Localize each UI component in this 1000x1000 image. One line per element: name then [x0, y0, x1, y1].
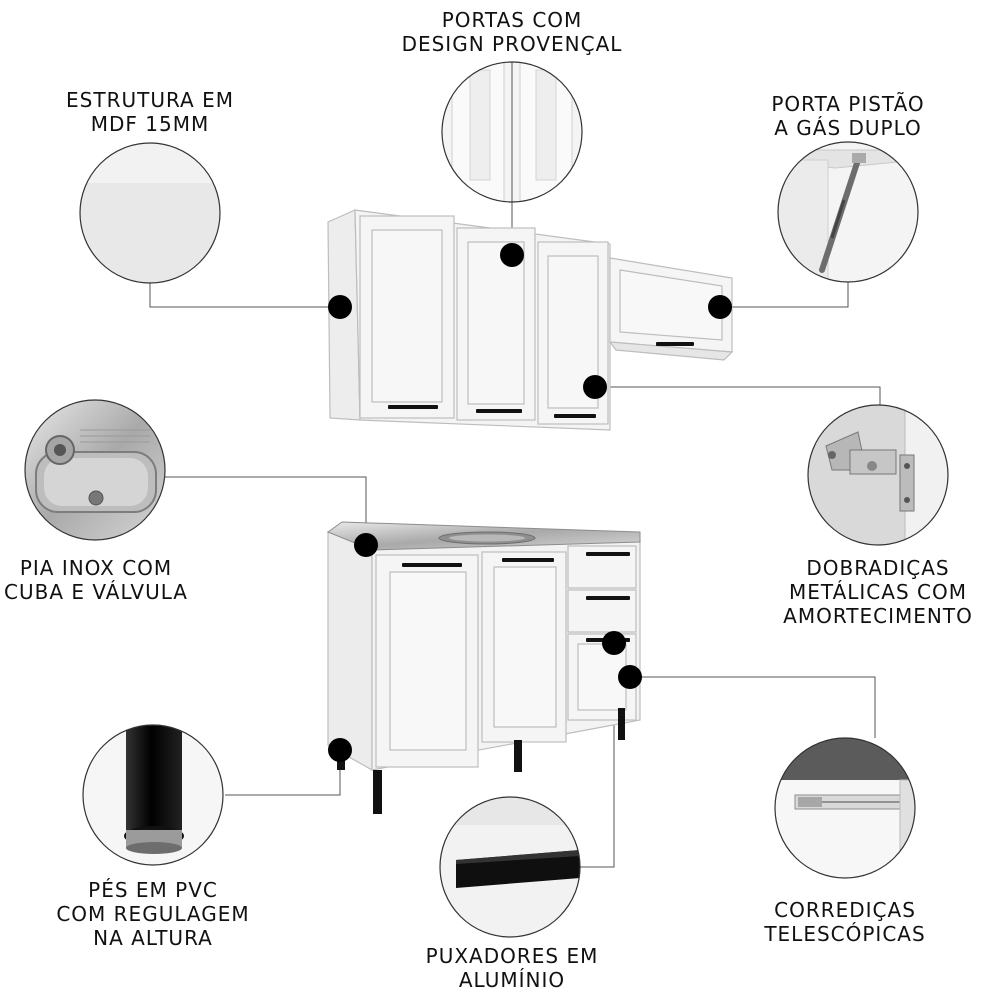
doors-feature-label: PORTAS COM DESIGN PROVENÇAL: [392, 8, 632, 56]
slides-label-line2: TELESCÓPICAS: [764, 922, 926, 946]
hinges-label-line2: METÁLICAS COM: [789, 580, 967, 604]
handles-label-line2: ALUMÍNIO: [458, 968, 566, 992]
feet-feature-label: PÉS EM PVC COM REGULAGEM NA ALTURA: [40, 878, 266, 950]
hinges-label-line1: DOBRADIÇAS: [806, 556, 950, 580]
feet-label-line1: PÉS EM PVC: [88, 878, 218, 902]
sink-label-line2: CUBA E VÁLVULA: [4, 580, 188, 604]
handles-label-line1: PUXADORES EM: [425, 944, 599, 968]
upper-handles: [388, 342, 694, 418]
hinge-detail-circle: [807, 404, 949, 546]
callout-markers: [328, 243, 732, 762]
doors-label-line2: DESIGN PROVENÇAL: [401, 32, 623, 56]
hinges-label-line3: AMORTECIMENTO: [783, 604, 973, 628]
feet-label-line2: COM REGULAGEM: [56, 902, 250, 926]
sink-detail-circle: [24, 399, 166, 541]
doors-label-line1: PORTAS COM: [441, 8, 583, 32]
sink-countertop: [326, 521, 641, 551]
handle-detail-circle: [439, 796, 581, 938]
handles-feature-label: PUXADORES EM ALUMÍNIO: [402, 944, 622, 992]
structure-label-line2: MDF 15MM: [90, 112, 210, 136]
slides-label-line1: CORREDIÇAS: [774, 898, 916, 922]
sink-label-line1: PIA INOX COM: [19, 556, 173, 580]
feet-label-line3: NA ALTURA: [93, 926, 213, 950]
piston-label-line2: A GÁS DUPLO: [774, 116, 922, 140]
slides-feature-label: CORREDIÇAS TELESCÓPICAS: [750, 898, 940, 946]
doors-detail-circle: [441, 61, 583, 203]
piston-feature-label: PORTA PISTÃO A GÁS DUPLO: [748, 92, 948, 140]
lower-cabinet: [327, 531, 641, 772]
sink-feature-label: PIA INOX COM CUBA E VÁLVULA: [0, 556, 192, 604]
feet-detail-circle: [82, 724, 224, 866]
structure-label-line1: ESTRUTURA EM: [66, 88, 234, 112]
leader-lines: [149, 202, 881, 868]
piston-detail-circle: [777, 141, 919, 283]
piston-label-line1: PORTA PISTÃO: [771, 92, 925, 116]
structure-detail-circle: [79, 142, 221, 284]
hinges-feature-label: DOBRADIÇAS METÁLICAS COM AMORTECIMENTO: [770, 556, 986, 628]
upper-cabinet: [327, 209, 734, 431]
structure-feature-label: ESTRUTURA EM MDF 15MM: [50, 88, 250, 136]
slide-detail-circle: [774, 737, 916, 879]
